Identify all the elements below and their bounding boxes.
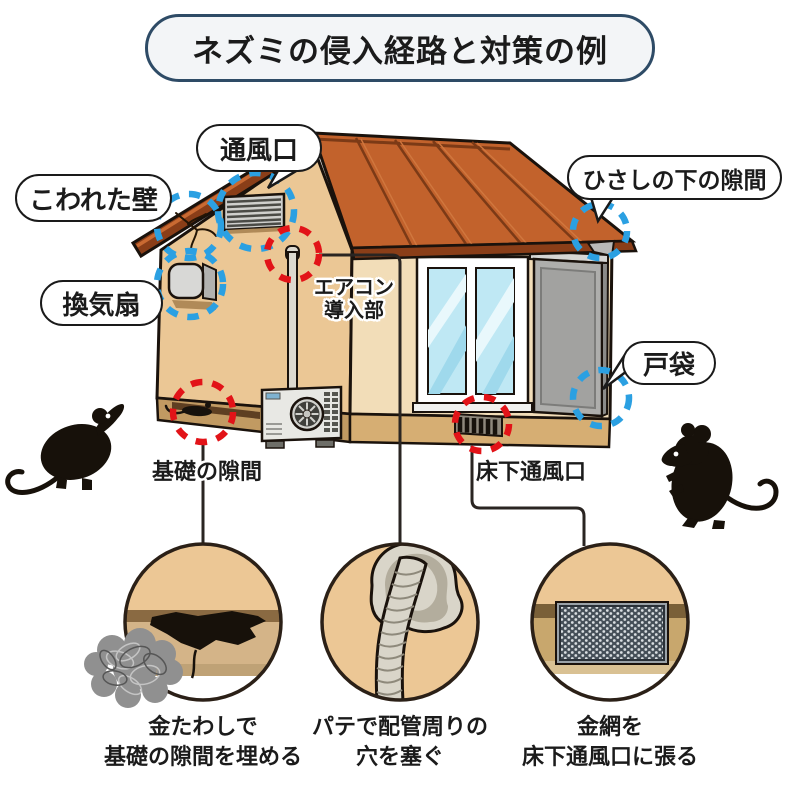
window-sill <box>412 402 533 413</box>
entry-markers <box>153 169 633 455</box>
label-eaves-gap: ひさしの下の隙間 <box>567 155 782 200</box>
fan-shadow <box>172 300 216 310</box>
caption-wire-mesh-line1: 金網を <box>576 714 643 739</box>
detail-circle-putty <box>320 542 480 702</box>
window-glass-streaks-left <box>428 273 466 394</box>
detail-circle-wire-mesh <box>530 542 690 702</box>
marker-foundation-gap <box>169 378 237 446</box>
sliding-window <box>412 255 533 413</box>
marker-underfloor-vent <box>451 393 513 455</box>
wall-crack <box>175 212 217 253</box>
caption-steel-wool-line2: 基礎の隙間を埋める <box>103 744 302 769</box>
roof-seam-highlights <box>360 138 583 249</box>
caption-wire-mesh: 金網を 床下通風口に張る <box>495 712 725 772</box>
vent-shadow <box>225 227 286 234</box>
ac-grille <box>324 392 338 432</box>
marker-exhaust-fan <box>153 247 227 321</box>
rat-in-gap-icon <box>164 402 212 417</box>
gable-vent-louver <box>222 192 286 234</box>
pipe-ribs <box>376 569 424 696</box>
caption-putty-line2: 穴を塞ぐ <box>355 744 444 769</box>
marker-eaves-gap <box>569 200 631 262</box>
label-exhaust-fan: 換気扇 <box>40 280 163 326</box>
marker-vent <box>214 169 298 253</box>
aircon-pipe <box>285 245 300 392</box>
rat-eye <box>673 451 679 457</box>
foundation-hole <box>150 611 266 650</box>
underfloor-vent-grille <box>454 412 503 438</box>
detail-circle-steel-wool <box>84 542 283 708</box>
bubble-tails <box>266 160 629 390</box>
marker-door-pocket <box>569 366 633 430</box>
steel-wool-icon <box>84 628 183 708</box>
rat-right-icon <box>661 423 779 529</box>
label-vent: 通風口 <box>196 124 322 172</box>
caption-putty-line1: パテで配管周りの <box>311 714 488 739</box>
ac-brand-label <box>265 392 281 400</box>
caption-putty: パテで配管周りの 穴を塞ぐ <box>285 712 515 772</box>
wire-mesh <box>559 605 665 661</box>
leader-aircon <box>319 253 402 546</box>
leader-underfloor-vent <box>470 446 586 546</box>
rat-eye <box>105 413 111 419</box>
door-pocket <box>529 249 610 418</box>
roof-seams <box>354 137 578 250</box>
exhaust-fan-hood <box>167 262 217 310</box>
label-door-pocket: 戸袋 <box>622 341 716 385</box>
label-underfloor-vent: 床下通風口 <box>475 459 586 484</box>
rat-left-icon <box>5 404 125 495</box>
marker-broken-wall <box>153 190 225 262</box>
page-title: ネズミの侵入経路と対策の例 <box>145 14 655 82</box>
label-aircon-inlet: エアコン 導入部 <box>302 277 406 323</box>
window-glass-streaks-right <box>476 278 514 394</box>
aircon-inlet-line1: エアコン <box>314 277 394 299</box>
caption-wire-mesh-line2: 床下通風口に張る <box>521 744 698 769</box>
corrugated-pipe <box>374 555 428 700</box>
caption-steel-wool: 金たわしで 基礎の隙間を埋める <box>83 712 323 772</box>
ac-outdoor-unit <box>260 385 343 449</box>
caption-steel-wool-line1: 金たわしで <box>148 714 258 739</box>
label-foundation-gap: 基礎の隙間 <box>151 459 262 484</box>
leader-lines <box>201 253 586 546</box>
label-broken-wall: こわれた壁 <box>15 174 172 222</box>
aircon-inlet-line2: 導入部 <box>324 300 384 322</box>
marker-aircon-inlet <box>263 224 323 284</box>
